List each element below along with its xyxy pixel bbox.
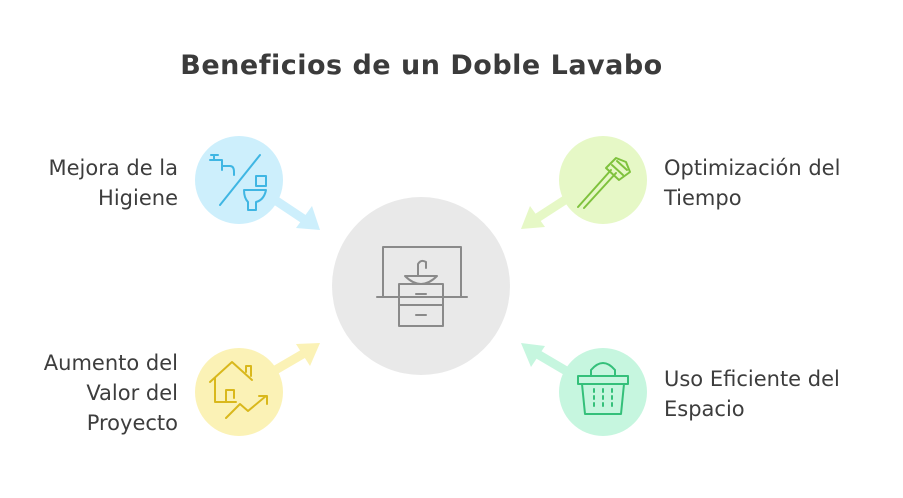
arrow-higiene	[267, 193, 320, 230]
arrow-valor	[267, 343, 320, 377]
node-tiempo	[559, 136, 647, 224]
toothbrush-icon	[577, 157, 631, 209]
label-tiempo: Optimización del Tiempo	[664, 156, 841, 210]
node-espacio	[559, 348, 647, 436]
storage-basket-icon	[577, 362, 629, 415]
center-node	[332, 197, 510, 375]
label-higiene: Mejora de la Higiene	[48, 156, 178, 210]
page-title: Beneficios de un Doble Lavabo	[180, 50, 663, 81]
double-sink-vanity-icon	[376, 246, 468, 327]
label-valor: Aumento del Valor del Proyecto	[43, 351, 178, 435]
house-growth-icon	[209, 361, 268, 419]
arrow-espacio	[521, 343, 573, 377]
node-higiene	[195, 136, 283, 224]
node-valor	[195, 348, 283, 436]
label-espacio: Uso Eficiente del Espacio	[664, 367, 840, 421]
arrow-tiempo	[521, 193, 573, 229]
faucet-toilet-icon	[209, 154, 267, 211]
